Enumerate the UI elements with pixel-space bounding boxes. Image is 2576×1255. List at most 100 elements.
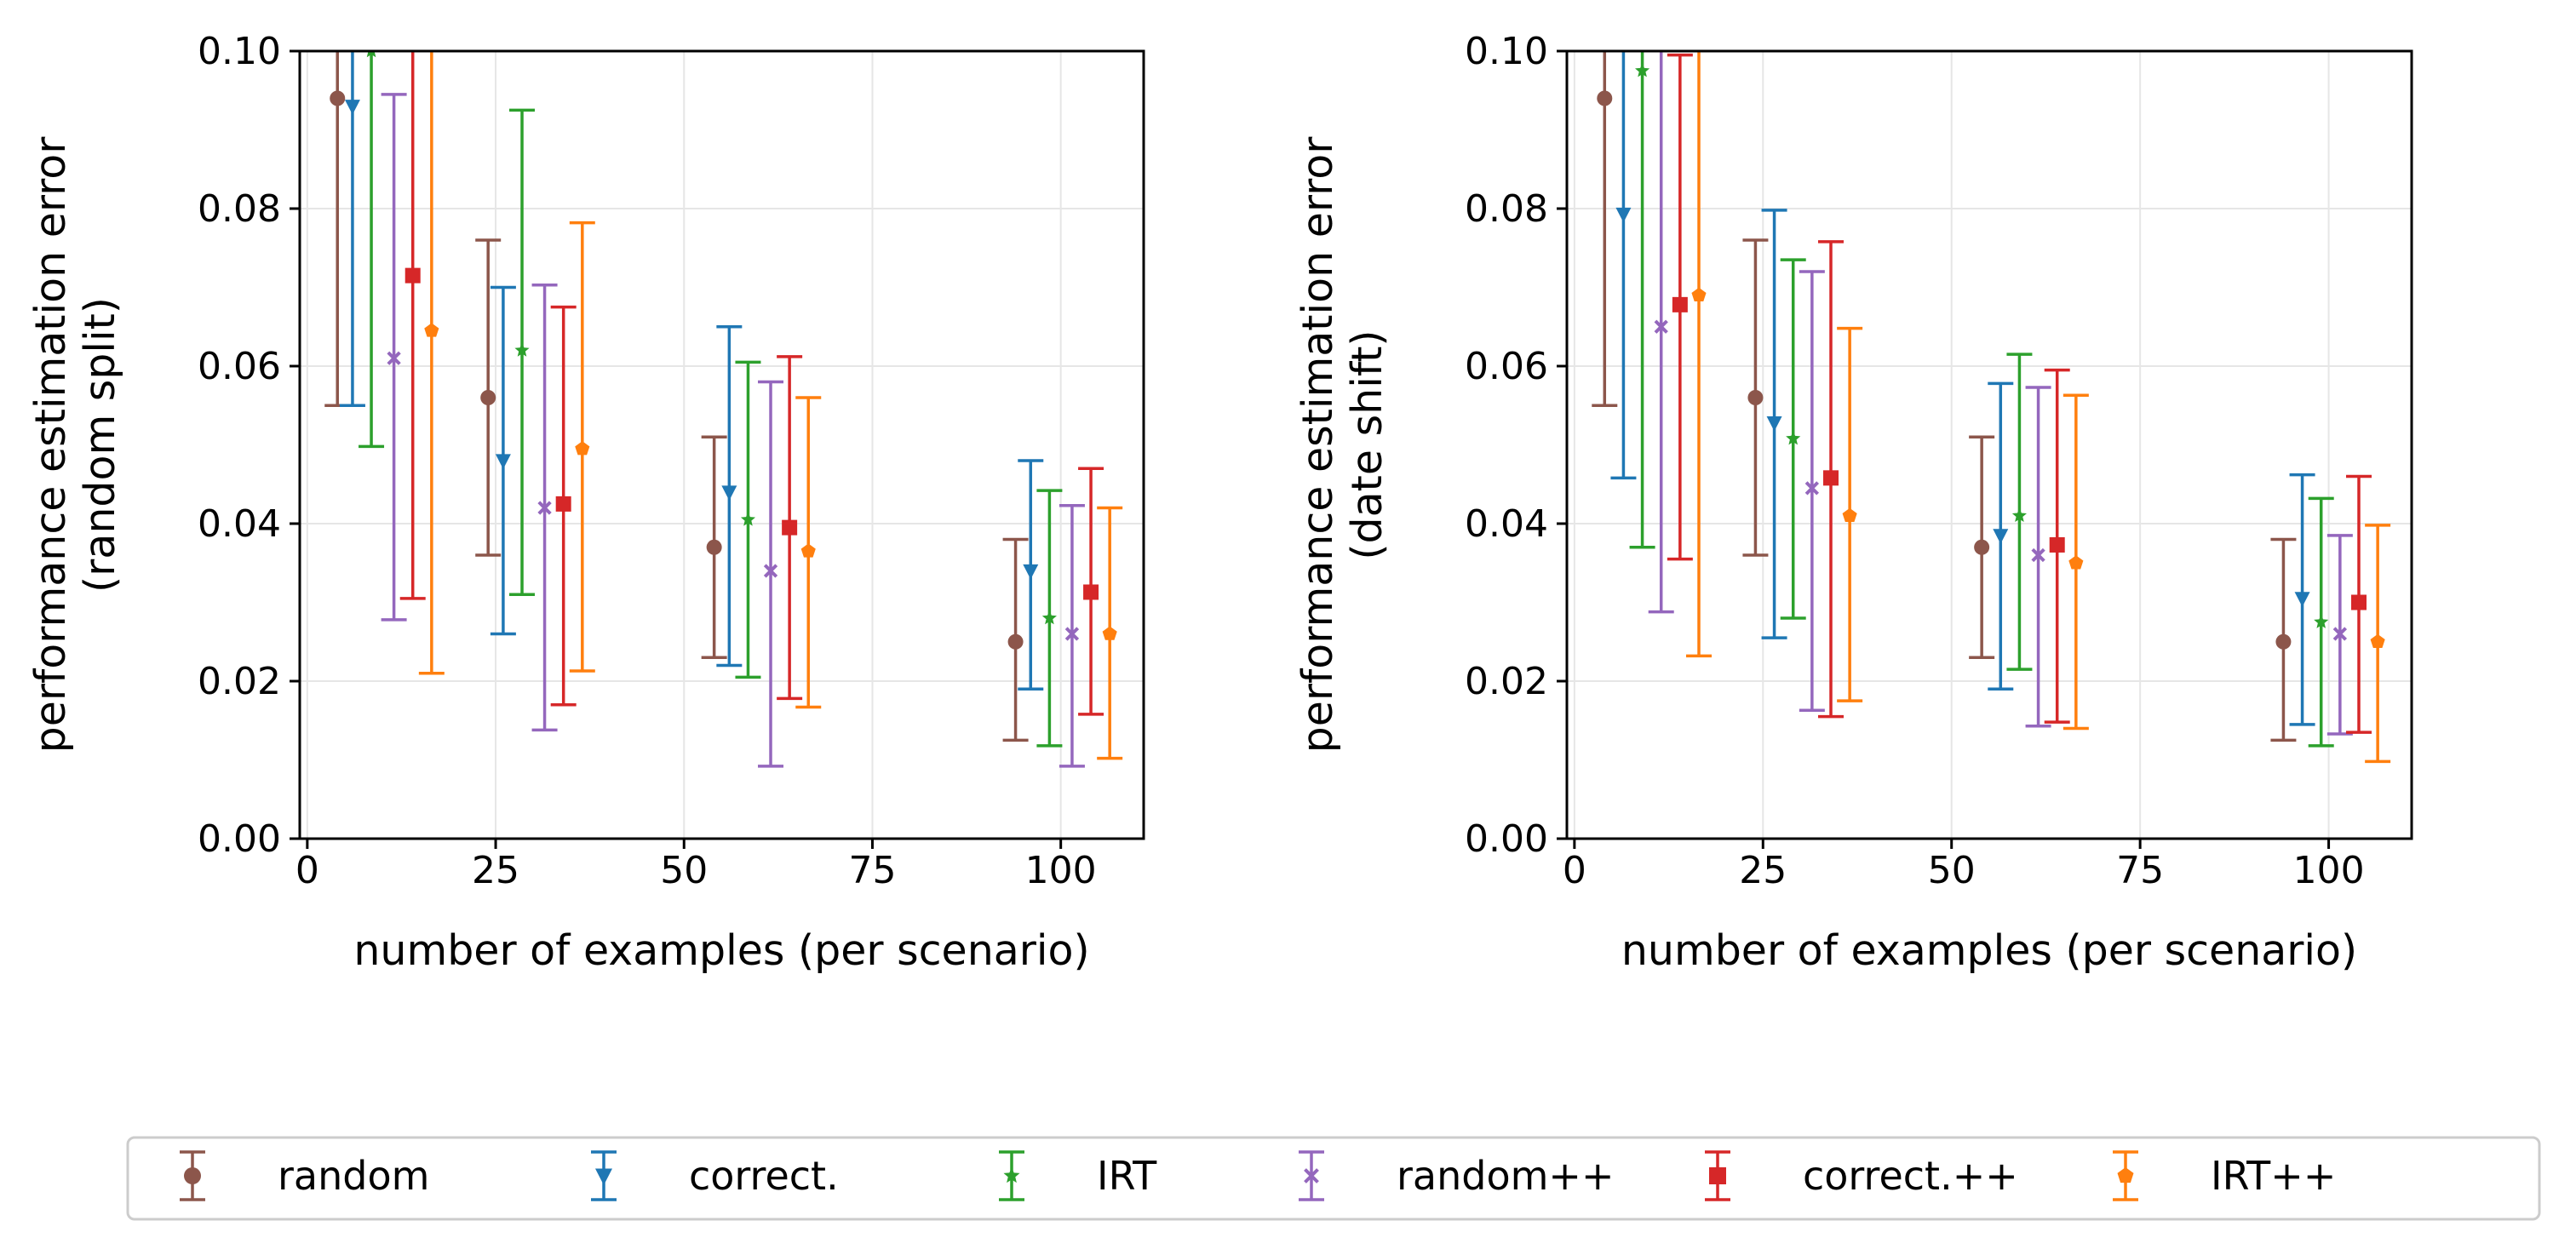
data-point: [1102, 626, 1117, 640]
data-point: [2351, 594, 2367, 610]
data-point: [706, 539, 722, 555]
data-point: [2068, 555, 2084, 570]
legend-marker-triangle-down: [595, 1168, 612, 1185]
data-point: [1635, 63, 1650, 77]
axes-frame: [1565, 49, 2413, 840]
data-point: [1823, 470, 1839, 486]
data-point: [387, 351, 401, 365]
legend-label: IRT: [1097, 1153, 1157, 1199]
x-tick-label: 0: [295, 849, 319, 892]
x-tick-label: 25: [1739, 849, 1787, 892]
x-tick-label: 50: [660, 849, 708, 892]
legend-marker-square: [1709, 1167, 1726, 1184]
data-point: [495, 454, 511, 469]
series-irt-: [418, 51, 1123, 760]
legend-box: [126, 1136, 2541, 1221]
data-point: [1654, 319, 1668, 334]
data-point: [1041, 610, 1057, 625]
legend-label: random++: [1397, 1153, 1615, 1199]
data-point: [2294, 592, 2310, 607]
legend: random correct. IRT random++ correct.++ IRT++: [126, 1136, 2541, 1221]
series-correct-: [399, 51, 1104, 716]
right-panel: 0 25 50 75 100 0.00 0.02 0.04 0.06 0.08 0.10 number…: [1294, 30, 2413, 975]
series-random-: [381, 93, 1085, 768]
y-tick-label: 0.00: [198, 817, 281, 861]
x-axis-label: number of examples (per scenario): [353, 926, 1089, 975]
data-point: [2332, 627, 2348, 641]
y-tick-label: 0.04: [198, 502, 281, 546]
x-axis-label: number of examples (per scenario): [1621, 926, 2357, 975]
data-point: [555, 496, 571, 512]
data-point: [1672, 296, 1688, 312]
data-point: [721, 485, 737, 501]
y-tick-label: 0.08: [198, 187, 281, 231]
y-tick-label: 0.06: [1465, 345, 1548, 388]
y-tick-label: 0.00: [1465, 817, 1548, 861]
x-tick-label: 75: [2116, 849, 2164, 892]
legend-entry-irt: IRT: [999, 1150, 1157, 1201]
data-point: [424, 323, 439, 337]
series-random: [1592, 51, 2297, 742]
data-point: [1023, 564, 1039, 580]
data-point: [2275, 633, 2292, 650]
data-point: [1974, 539, 1990, 555]
data-point: [514, 342, 530, 357]
legend-marker-star: [1003, 1167, 1020, 1183]
legend-entry-random-: random++: [1299, 1150, 1615, 1201]
x-tick-label: 0: [1563, 849, 1586, 892]
x-tick-label: 50: [1928, 849, 1976, 892]
legend-marker-x: [1304, 1168, 1319, 1183]
data-point: [1007, 633, 1024, 650]
legend-label: correct.++: [1803, 1153, 2018, 1199]
y-axis-label: performance estimation error(random spli…: [26, 136, 124, 754]
legend-entry-correct-: correct.++: [1705, 1150, 2018, 1201]
series-correct-: [339, 51, 1044, 691]
y-tick-label: 0.08: [1465, 187, 1548, 231]
data-point: [1691, 287, 1707, 302]
data-point: [782, 519, 798, 536]
data-point: [1747, 390, 1764, 405]
y-tick-label: 0.10: [198, 30, 281, 73]
x-tick-label: 25: [472, 849, 519, 892]
legend-entry-irt-: IRT++: [2113, 1150, 2336, 1201]
data-point: [2011, 507, 2027, 523]
series-irt-: [1686, 51, 2391, 764]
series-irt: [359, 51, 1063, 748]
data-point: [2049, 536, 2065, 553]
plot-area: [324, 51, 1123, 768]
legend-marker-circle: [184, 1167, 201, 1184]
y-tick-label: 0.04: [1465, 502, 1548, 546]
series-random-: [1648, 51, 2353, 736]
x-tick-label: 100: [2293, 849, 2365, 892]
legend-label: correct.: [689, 1153, 839, 1199]
x-tick-label: 100: [1025, 849, 1097, 892]
y-tick-label: 0.10: [1465, 30, 1548, 73]
data-point: [404, 267, 421, 284]
data-point: [1804, 481, 1820, 496]
data-point: [1786, 431, 1801, 445]
data-point: [1064, 627, 1080, 641]
data-point: [330, 90, 346, 106]
data-point: [763, 564, 778, 578]
series-irt: [1629, 51, 2334, 748]
x-tick-label: 75: [848, 849, 896, 892]
legend-label: IRT++: [2211, 1153, 2336, 1199]
data-point: [740, 512, 756, 526]
legend-label: random: [278, 1153, 429, 1199]
data-point: [1615, 207, 1632, 223]
y-axis-label: performance estimation error(date shift): [1294, 136, 1391, 754]
data-point: [537, 501, 552, 515]
y-tick-label: 0.02: [1465, 660, 1548, 703]
data-point: [480, 390, 496, 405]
data-point: [1597, 90, 1613, 106]
axes-frame: [298, 49, 1145, 840]
data-point: [2370, 633, 2385, 649]
legend-entry-random: random: [180, 1150, 429, 1201]
data-point: [2314, 614, 2329, 628]
plot-area: [1592, 51, 2391, 764]
y-tick-label: 0.06: [198, 345, 281, 388]
data-point: [2031, 547, 2045, 563]
data-point: [344, 100, 360, 115]
data-point: [1083, 584, 1099, 600]
data-point: [1842, 507, 1857, 523]
